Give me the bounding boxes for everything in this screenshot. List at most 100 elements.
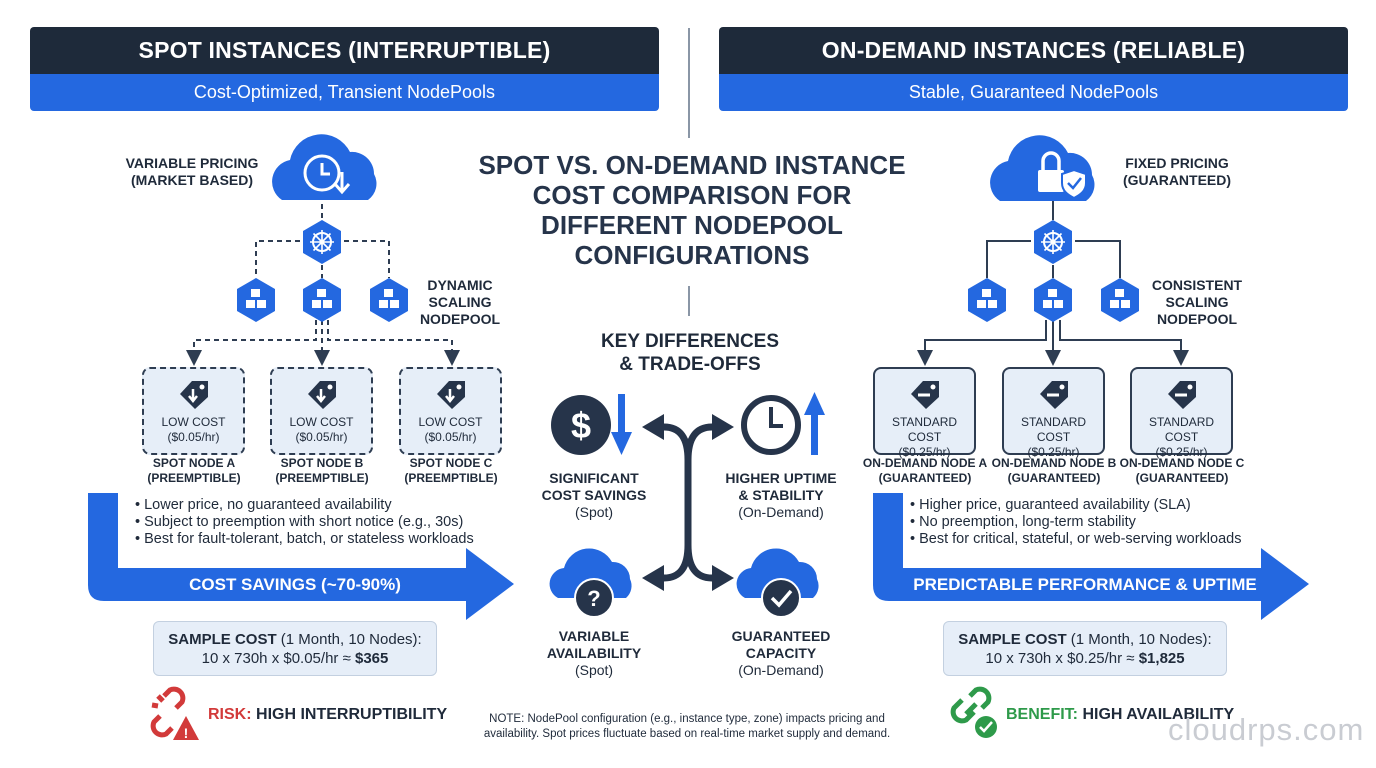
page-title-line: COST COMPARISON FOR [532,180,852,210]
kd-title-line: COST SAVINGS [541,487,647,503]
ondemand-scaling-line: SCALING [1165,294,1229,310]
svg-text:!: ! [184,725,189,741]
ondemand-scaling-label: CONSISTENT SCALING NODEPOOL [1137,277,1257,328]
spot-node-name-b: SPOT NODE B(PREEMPTIBLE) [257,456,387,486]
ondemand-node-name-c: ON-DEMAND NODE C(GUARANTEED) [1117,456,1247,486]
sample-label: SAMPLE COST [958,631,1067,648]
ondemand-pricing-line: FIXED PRICING [1125,155,1229,171]
spot-node-card-b: LOW COST($0.05/hr) [270,367,373,455]
kd-sub: (On-Demand) [738,504,824,520]
ondemand-node-card-b: STANDARD COST($0.25/hr) [1002,367,1105,459]
kd-title-line: GUARANTEED [731,628,831,644]
center-divider-mid [688,286,690,316]
kd-uptime: HIGHER UPTIME & STABILITY (On-Demand) [706,470,856,521]
cloud-lock-shield-icon [990,135,1095,201]
ondemand-node-cost: STANDARD COST($0.25/hr) [875,415,974,460]
bullet-item: Lower price, no guaranteed availability [135,497,474,514]
spot-scaling-label: DYNAMIC SCALING NODEPOOL [405,277,515,328]
benefit-label: BENEFIT: HIGH AVAILABILITY [1006,706,1234,724]
broken-link-warning-icon [150,686,186,738]
cost-line: ($0.25/hr) [1027,445,1080,459]
key-title-line: KEY DIFFERENCES [600,331,780,352]
benefit-value: HIGH AVAILABILITY [1078,706,1235,723]
price-tag-down-icon [307,381,336,409]
spot-node-cost: LOW COST($0.05/hr) [401,415,500,445]
ondemand-scaling-line: NODEPOOL [1156,311,1238,327]
spot-sample-cost: SAMPLE COST (1 Month, 10 Nodes): 10 x 73… [153,621,437,676]
kubernetes-wheel-icon [302,219,342,265]
sample-formula: 10 x 730h x $0.05/hr ≈ [201,650,355,667]
cost-line: STANDARD COST [1148,415,1215,444]
bullet-item: Best for critical, stateful, or web-serv… [910,531,1241,548]
ondemand-header: ON-DEMAND INSTANCES (RELIABLE) Stable, G… [719,27,1348,111]
spot-scaling-line: SCALING [428,294,492,310]
price-tag-down-icon [179,381,208,409]
cost-line: LOW COST [418,415,483,429]
name-line: SPOT NODE C [409,456,493,470]
bullet-item: No preemption, long-term stability [910,514,1241,531]
node-cube-icon [1101,278,1139,322]
risk-label: RISK: HIGH INTERRUPTIBILITY [208,706,447,724]
node-cube-icon [370,278,408,322]
ondemand-performance-arrow [873,493,1309,620]
sample-label: SAMPLE COST [168,631,277,648]
link-check-icon [950,686,992,724]
kd-variable-availability: VARIABLE AVAILABILITY (Spot) [519,628,669,679]
risk-value: HIGH INTERRUPTIBILITY [251,706,448,723]
price-tag-minus-icon [910,381,939,409]
cost-line: STANDARD COST [1020,415,1087,444]
sample-total: $365 [354,650,389,667]
kd-cost-savings: SIGNIFICANT COST SAVINGS (Spot) [519,470,669,521]
cost-line: ($0.05/hr) [295,430,348,444]
kd-title-line: AVAILABILITY [546,645,642,661]
tradeoff-arrows [663,423,713,582]
cost-line: ($0.05/hr) [424,430,477,444]
ondemand-node-name-b: ON-DEMAND NODE B(GUARANTEED) [989,456,1119,486]
kd-guaranteed-capacity: GUARANTEED CAPACITY (On-Demand) [706,628,856,679]
spot-node-cost: LOW COST($0.05/hr) [144,415,243,445]
spot-header: SPOT INSTANCES (INTERRUPTIBLE) Cost-Opti… [30,27,659,111]
node-cube-icon [1034,278,1072,322]
spot-scaling-line: NODEPOOL [419,311,501,327]
ondemand-node-card-c: STANDARD COST($0.25/hr) [1130,367,1233,459]
spot-scaling-line: DYNAMIC [427,277,493,293]
kd-title-line: SIGNIFICANT [549,470,639,486]
kd-title-line: VARIABLE [558,628,630,644]
price-tag-down-icon [436,381,465,409]
name-line: (PREEMPTIBLE) [275,471,369,485]
ondemand-header-title: ON-DEMAND INSTANCES (RELIABLE) [719,27,1348,74]
ondemand-pricing-line: (GUARANTEED) [1122,172,1232,188]
ondemand-bullet-list: Higher price, guaranteed availability (S… [910,497,1241,548]
benefit-check-badge [975,716,997,738]
clock-icon [741,395,801,455]
sample-total: $1,825 [1138,650,1185,667]
price-tag-minus-icon [1039,381,1068,409]
cloud-question-icon: ? [549,548,632,618]
spot-tree-connectors [186,195,460,366]
cost-line: STANDARD COST [891,415,958,444]
bullet-item: Higher price, guaranteed availability (S… [910,497,1241,514]
kubernetes-wheel-icon [1033,219,1073,265]
kd-sub: (Spot) [574,662,614,678]
cost-line: ($0.25/hr) [898,445,951,459]
page-title-line: CONFIGURATIONS [574,240,810,270]
spot-pricing-line: VARIABLE PRICING [125,155,259,171]
key-title-line: & TRADE-OFFS [619,354,761,375]
spot-header-title: SPOT INSTANCES (INTERRUPTIBLE) [30,27,659,74]
spot-node-card-c: LOW COST($0.05/hr) [399,367,502,455]
node-cube-icon [968,278,1006,322]
ondemand-node-cost: STANDARD COST($0.25/hr) [1132,415,1231,460]
svg-text:?: ? [587,586,600,611]
warning-triangle: ! [173,716,199,741]
ondemand-header-subtitle: Stable, Guaranteed NodePools [719,74,1348,111]
name-line: SPOT NODE B [280,456,364,470]
ondemand-tree-connectors [917,200,1189,366]
arrow-down-icon [611,394,632,455]
name-line: SPOT NODE A [152,456,236,470]
ondemand-node-cost: STANDARD COST($0.25/hr) [1004,415,1103,460]
center-divider-top [688,28,690,138]
spot-node-name-a: SPOT NODE A(PREEMPTIBLE) [129,456,259,486]
kd-sub: (Spot) [574,504,614,520]
name-line: (GUARANTEED) [1007,471,1101,485]
